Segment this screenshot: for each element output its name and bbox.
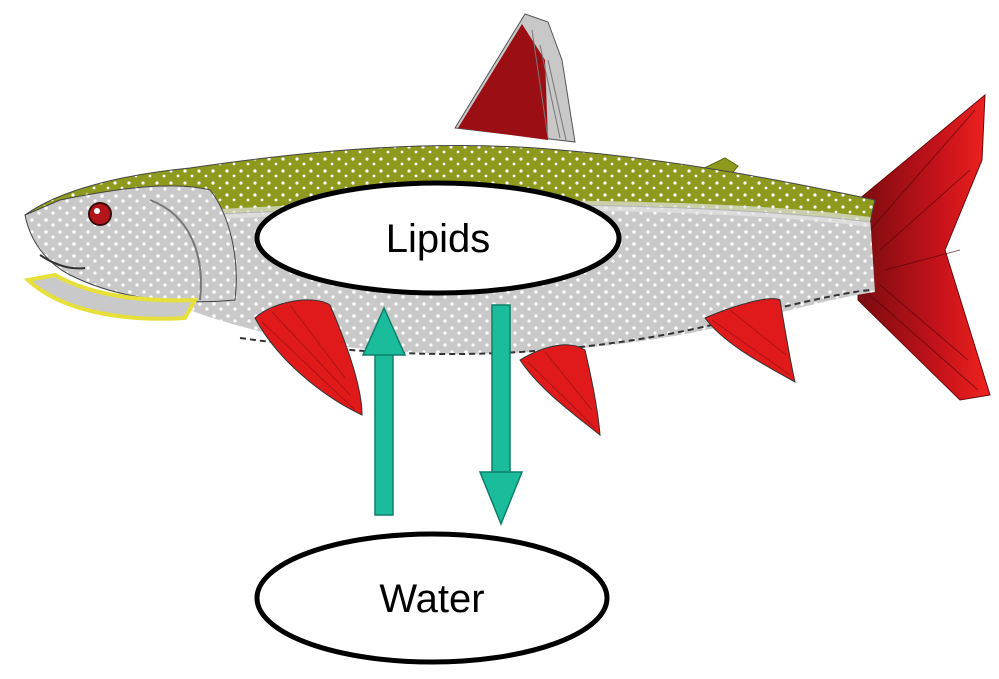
lipids-node: Lipids: [257, 183, 619, 293]
pelvic-fin: [520, 345, 600, 435]
dorsal-fin: [455, 14, 575, 142]
water-label: Water: [379, 577, 484, 621]
lipids-label: Lipids: [386, 217, 491, 261]
fish-eye: [89, 203, 111, 225]
tail-fin: [858, 95, 990, 400]
water-node: Water: [257, 534, 607, 662]
